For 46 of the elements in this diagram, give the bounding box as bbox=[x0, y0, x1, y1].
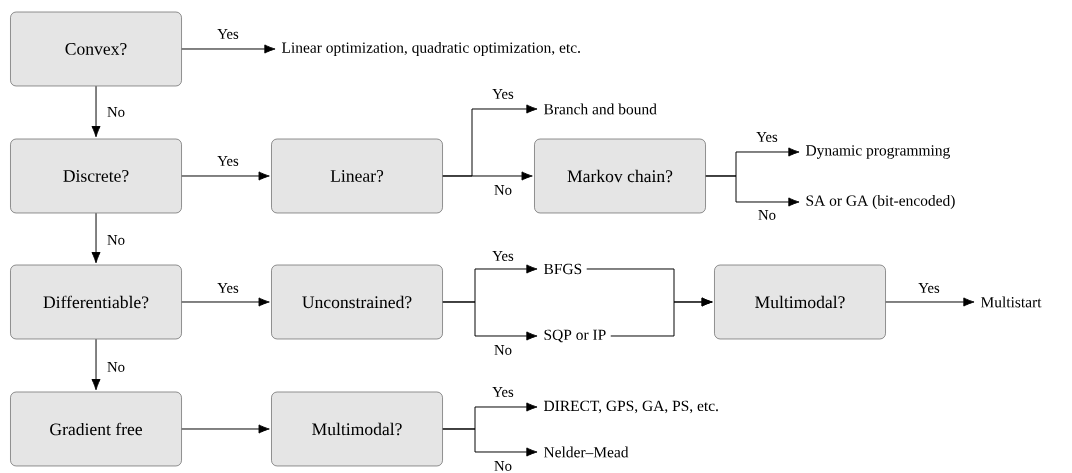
arrow bbox=[705, 175, 800, 207]
result-text: Dynamic programming bbox=[805, 145, 950, 159]
edge-label: Yes bbox=[916, 281, 942, 295]
arrow bbox=[91, 338, 101, 391]
arrow bbox=[181, 44, 276, 54]
edge-label: No bbox=[105, 360, 127, 374]
decision-box: Markov chain? bbox=[534, 138, 706, 214]
result-text: Nelder–Mead bbox=[543, 446, 629, 458]
edge-label: No bbox=[492, 343, 514, 357]
arrow bbox=[181, 424, 270, 434]
arrow bbox=[885, 297, 975, 307]
arrow bbox=[442, 301, 538, 341]
decision-box: Multimodal? bbox=[271, 391, 443, 467]
result-text: Branch and bound bbox=[543, 103, 657, 115]
result-text: SA or GA (bit-encoded) bbox=[806, 195, 955, 209]
decision-box: Gradient free bbox=[10, 391, 182, 467]
decision-box: Discrete? bbox=[10, 138, 182, 214]
decision-box: Multimodal? bbox=[714, 264, 886, 340]
arrow bbox=[91, 85, 101, 138]
edge-label: Yes bbox=[215, 154, 241, 168]
arrow bbox=[442, 428, 538, 457]
edge-label: Yes bbox=[215, 281, 241, 295]
decision-box: Linear? bbox=[271, 138, 443, 214]
decision-box: Convex? bbox=[10, 11, 182, 87]
arrow bbox=[610, 297, 713, 337]
arrow bbox=[181, 171, 270, 181]
edge-label: No bbox=[492, 459, 514, 473]
result-text: Multistart bbox=[980, 296, 1042, 308]
edge-label: No bbox=[105, 105, 127, 119]
result-text: Linear optimization, quadratic optimization, etc. bbox=[281, 42, 580, 56]
arrow bbox=[442, 171, 533, 181]
edge-label: Yes bbox=[754, 130, 780, 144]
decision-box: Differentiable? bbox=[10, 264, 182, 340]
edge-label: No bbox=[105, 233, 127, 247]
arrow bbox=[181, 297, 270, 307]
edge-label: No bbox=[756, 208, 778, 222]
edge-label: Yes bbox=[490, 87, 516, 101]
edge-label: Yes bbox=[490, 385, 516, 399]
edge-label: Yes bbox=[215, 27, 241, 41]
arrow bbox=[91, 212, 101, 264]
result-text: SQP or IP bbox=[544, 329, 606, 343]
result-text: DIRECT, GPS, GA, PS, etc. bbox=[543, 400, 718, 414]
edge-label: No bbox=[492, 183, 514, 197]
decision-box: Unconstrained? bbox=[271, 264, 443, 340]
result-text: BFGS bbox=[543, 263, 582, 275]
edge-label: Yes bbox=[490, 249, 516, 263]
